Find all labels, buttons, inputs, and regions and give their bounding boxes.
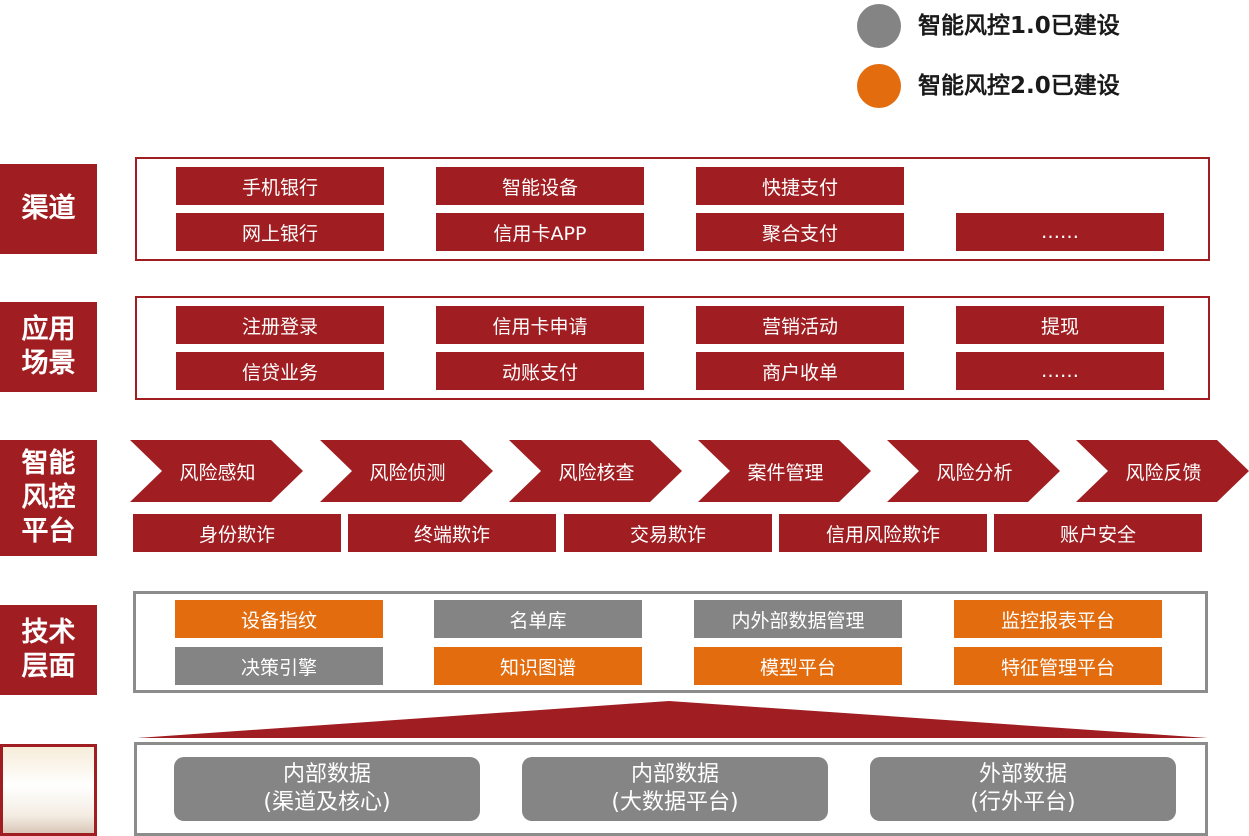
- tech-item: 内外部数据管理: [694, 600, 902, 638]
- legend-dot-v2: [857, 64, 901, 108]
- scenario-item: 提现: [956, 306, 1164, 344]
- data-source-item: 内部数据 (渠道及核心): [174, 757, 480, 821]
- chevron-step-label: 案件管理: [747, 461, 824, 484]
- chevron-step-label: 风险分析: [936, 461, 1013, 484]
- scenario-item: 商户收单: [696, 352, 904, 390]
- chevron-step: [698, 440, 871, 502]
- channel-item: ……: [956, 213, 1164, 251]
- data-frame: [134, 742, 1208, 836]
- chevron-step-label: 风险侦测: [369, 461, 446, 484]
- fraud-type: 信用风险欺诈: [779, 514, 987, 552]
- chevron-step: [887, 440, 1060, 502]
- tech-item: 模型平台: [694, 647, 902, 685]
- scenario-item: 信用卡申请: [436, 306, 644, 344]
- data-source-item: 外部数据 (行外平台): [870, 757, 1176, 821]
- legend-dot-v1: [857, 4, 901, 48]
- tech-item: 名单库: [434, 600, 642, 638]
- paper-texture-image: [3, 747, 94, 833]
- row-label-data-image: [0, 744, 97, 836]
- tech-item: 设备指纹: [175, 600, 383, 638]
- chevron-step-label: 风险感知: [179, 461, 256, 484]
- row-label-scenario: 应用 场景: [0, 302, 97, 392]
- fraud-type: 终端欺诈: [348, 514, 556, 552]
- legend-label-v1: 智能风控1.0已建设: [918, 13, 1120, 39]
- channel-item: 聚合支付: [696, 213, 904, 251]
- scenario-frame: [135, 296, 1210, 400]
- row-label-tech: 技术 层面: [0, 605, 97, 695]
- fraud-type: 身份欺诈: [133, 514, 341, 552]
- data-source-item: 内部数据 (大数据平台): [522, 757, 828, 821]
- channel-item: 手机银行: [176, 167, 384, 205]
- tech-item: 决策引擎: [175, 647, 383, 685]
- chevron-step-label: 风险核查: [558, 461, 635, 484]
- scenario-item: 注册登录: [176, 306, 384, 344]
- chevron-step: [1076, 440, 1249, 502]
- chevron-step: [509, 440, 682, 502]
- data-layer-wedge: [137, 701, 1208, 738]
- tech-item: 监控报表平台: [954, 600, 1162, 638]
- channel-item: 信用卡APP: [436, 213, 644, 251]
- fraud-type: 账户安全: [994, 514, 1202, 552]
- channel-item: 快捷支付: [696, 167, 904, 205]
- process-chevrons: [130, 440, 1249, 502]
- chevron-step: [130, 440, 303, 502]
- fraud-type: 交易欺诈: [564, 514, 772, 552]
- scenario-item: 信贷业务: [176, 352, 384, 390]
- channel-frame: [135, 157, 1210, 261]
- chevron-step-label: 风险反馈: [1125, 461, 1202, 484]
- scenario-item: 营销活动: [696, 306, 904, 344]
- channel-item: 网上银行: [176, 213, 384, 251]
- tech-item: 知识图谱: [434, 647, 642, 685]
- tech-frame: [133, 591, 1208, 693]
- legend-label-v2: 智能风控2.0已建设: [918, 73, 1120, 99]
- row-label-channel: 渠道: [0, 164, 97, 254]
- channel-item: 智能设备: [436, 167, 644, 205]
- scenario-item: 动账支付: [436, 352, 644, 390]
- row-label-platform: 智能 风控 平台: [0, 440, 97, 556]
- scenario-item: ……: [956, 352, 1164, 390]
- tech-item: 特征管理平台: [954, 647, 1162, 685]
- chevron-step: [320, 440, 493, 502]
